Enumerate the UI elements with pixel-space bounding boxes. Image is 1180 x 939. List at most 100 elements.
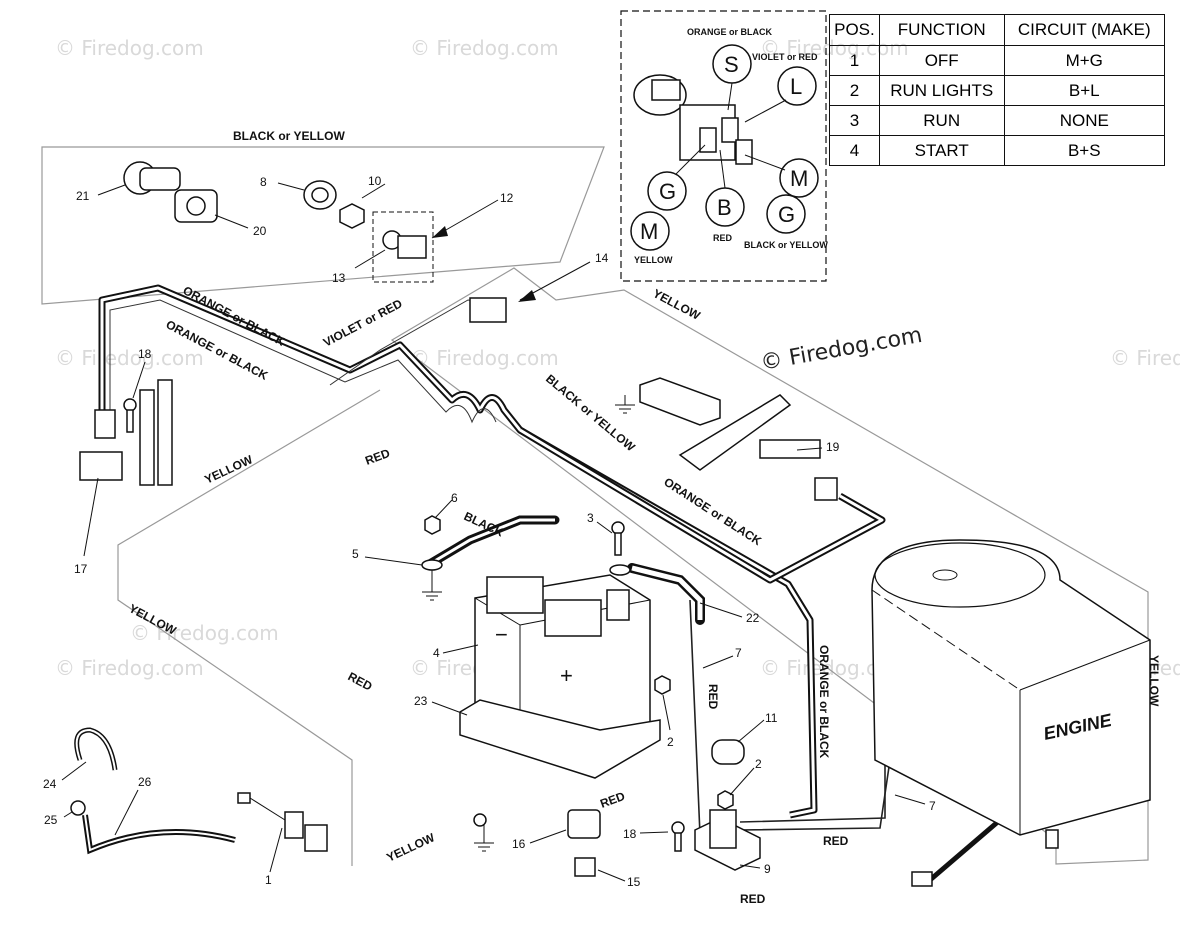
watermark: © Firedog.com xyxy=(410,36,559,60)
watermark: © Firedog.com xyxy=(55,36,204,60)
column-header: FUNCTION xyxy=(878,14,1005,46)
table-cell: RUN LIGHTS xyxy=(878,75,1005,106)
callout-number: 25 xyxy=(44,813,58,827)
washer xyxy=(609,564,631,576)
terminal-m-icon xyxy=(779,158,819,198)
nut xyxy=(717,790,734,810)
wire-label: RED xyxy=(363,446,392,468)
switch-terminals: S L M G B G M xyxy=(630,44,819,251)
callout-number: 15 xyxy=(627,875,641,889)
red-wire-to-engine xyxy=(737,759,891,831)
callout-number: 21 xyxy=(76,189,90,203)
bolt xyxy=(123,398,137,433)
callout-number: 7 xyxy=(929,799,936,813)
ground-terminal xyxy=(421,559,443,571)
callout-number: 2 xyxy=(755,757,762,771)
callout-number: 18 xyxy=(623,827,637,841)
engine: ENGINE xyxy=(871,539,1151,836)
battery-positive-sign: + xyxy=(560,663,573,688)
table-row: 1 OFF M+G xyxy=(829,45,1166,76)
nut xyxy=(654,675,671,695)
svg-text:G: G xyxy=(778,202,795,227)
column-header: CIRCUIT (MAKE) xyxy=(1003,14,1166,46)
ignition-switch-detail xyxy=(633,74,753,165)
starter-terminal xyxy=(911,871,933,887)
callout-number: 1 xyxy=(265,873,272,887)
callout-number: 14 xyxy=(595,251,609,265)
callout-number: 3 xyxy=(587,511,594,525)
ground-icon xyxy=(474,825,494,852)
callout-number: 20 xyxy=(253,224,267,238)
callout-number: 10 xyxy=(368,174,382,188)
table-cell: B+L xyxy=(1003,75,1166,106)
harness-connector xyxy=(237,792,328,852)
wire-label: RED xyxy=(706,684,720,710)
callout-number: 13 xyxy=(332,271,346,285)
dash-panel-outline xyxy=(41,146,605,305)
callout-number: 8 xyxy=(260,175,267,189)
terminal-m-icon xyxy=(630,211,670,251)
svg-text:M: M xyxy=(640,219,658,244)
callout-number: 4 xyxy=(433,646,440,660)
wire-label: RED xyxy=(823,834,849,848)
table-cell: B+S xyxy=(1003,135,1166,166)
table-row: 2 RUN LIGHTS B+L xyxy=(829,75,1166,106)
switch-bezel xyxy=(303,180,337,210)
switch-wire-label: VIOLET or RED xyxy=(752,52,818,62)
watermark: © Firedog.com xyxy=(410,346,559,370)
ignition-switch-small xyxy=(382,230,427,259)
connector xyxy=(814,477,838,501)
wire-label: YELLOW xyxy=(651,286,703,323)
wire-label: RED xyxy=(740,892,766,906)
bolt xyxy=(671,821,685,852)
switch-wire-label: BLACK or YELLOW xyxy=(744,240,828,250)
seat-post xyxy=(139,389,155,486)
table-row: 4 START B+S xyxy=(829,135,1166,166)
callout-number: 26 xyxy=(138,775,152,789)
callout-number: 7 xyxy=(735,646,742,660)
wire-label: YELLOW xyxy=(202,452,255,487)
callout-number: 6 xyxy=(451,491,458,505)
callout-number: 19 xyxy=(826,440,840,454)
svg-text:S: S xyxy=(724,52,739,77)
key-switch-detail-box xyxy=(620,10,827,282)
callout-number: 2 xyxy=(667,735,674,749)
table-header-row: POS. FUNCTION CIRCUIT (MAKE) xyxy=(829,14,1166,46)
callout-number: 9 xyxy=(764,862,771,876)
bolt xyxy=(424,515,441,535)
switch-position-table: POS. FUNCTION CIRCUIT (MAKE) 1 OFF M+G 2… xyxy=(829,14,1166,166)
ignition-key xyxy=(574,857,596,877)
table-cell: M+G xyxy=(1003,45,1166,76)
table-cell: START xyxy=(878,135,1005,166)
callout-number: 18 xyxy=(138,347,152,361)
wire-label: BLACK or YELLOW xyxy=(233,129,345,143)
terminal-cover xyxy=(711,739,745,765)
ground-icon xyxy=(422,570,442,601)
table-cell: 2 xyxy=(829,75,880,106)
wire-label: YELLOW xyxy=(1147,655,1161,707)
svg-text:L: L xyxy=(790,74,802,99)
switch-wire-label: ORANGE or BLACK xyxy=(687,27,772,37)
headlight-bulb xyxy=(123,161,181,195)
mounting-bracket xyxy=(639,377,821,471)
hose-clamp xyxy=(70,800,86,816)
headlight-socket xyxy=(174,189,218,223)
bolt xyxy=(611,521,625,556)
terminal-g-icon xyxy=(647,171,687,211)
callout-number: 24 xyxy=(43,777,57,791)
callout-number: 22 xyxy=(746,611,760,625)
callout-number: 12 xyxy=(500,191,514,205)
table-cell: OFF xyxy=(878,45,1005,76)
battery-tray xyxy=(459,699,661,779)
switch-wire-label: YELLOW xyxy=(634,255,673,265)
table-row: 3 RUN NONE xyxy=(829,105,1166,136)
terminal-g-icon xyxy=(766,194,806,234)
callout-number: 5 xyxy=(352,547,359,561)
starter-cable xyxy=(928,818,1002,882)
ring-terminal xyxy=(473,813,487,827)
key-switch-inset xyxy=(372,211,434,283)
watermark: © Firedog.com xyxy=(55,656,204,680)
table-cell: NONE xyxy=(1003,105,1166,136)
battery-negative-sign: − xyxy=(495,622,508,647)
